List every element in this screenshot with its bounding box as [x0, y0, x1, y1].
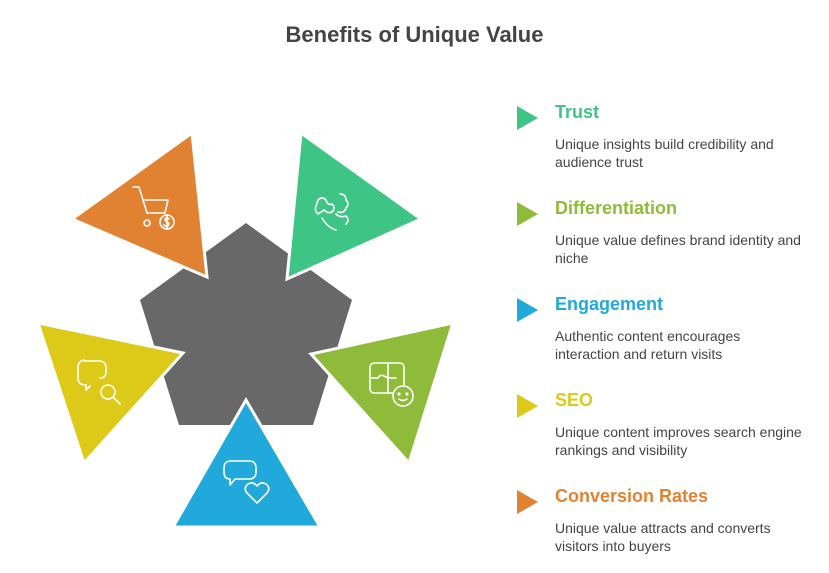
puzzle-face-icon	[369, 362, 414, 407]
triangle-marker-icon	[517, 106, 538, 130]
triangle-conversion	[68, 130, 209, 280]
chat-heart-icon	[223, 460, 270, 504]
triangle-engagement	[170, 397, 323, 529]
triangle-marker-icon	[517, 490, 538, 514]
triangle-trust	[285, 130, 424, 282]
benefit-title: SEO	[555, 390, 594, 410]
chat-search-icon	[77, 359, 121, 405]
benefit-description: Unique content improves search engine ra…	[555, 424, 802, 458]
triangle-marker-icon	[517, 394, 538, 418]
benefit-title: Engagement	[555, 294, 664, 314]
benefit-description: Unique value attracts and converts visit…	[555, 520, 771, 554]
benefit-description: Unique value defines brand identity and …	[555, 232, 801, 266]
cart-dollar-icon	[132, 186, 175, 230]
triangle-marker-icon	[517, 298, 538, 322]
benefit-title: Differentiation	[555, 198, 678, 218]
benefit-title: Trust	[555, 102, 600, 122]
benefit-title: Conversion Rates	[555, 486, 709, 506]
diagram-title: Benefits of Unique Value	[285, 22, 544, 47]
triangle-marker-icon	[517, 202, 538, 226]
benefit-description: Authentic content encourages interaction…	[555, 328, 741, 362]
handshake-icon	[314, 193, 349, 231]
benefit-description: Unique insights build credibility and au…	[555, 136, 774, 170]
